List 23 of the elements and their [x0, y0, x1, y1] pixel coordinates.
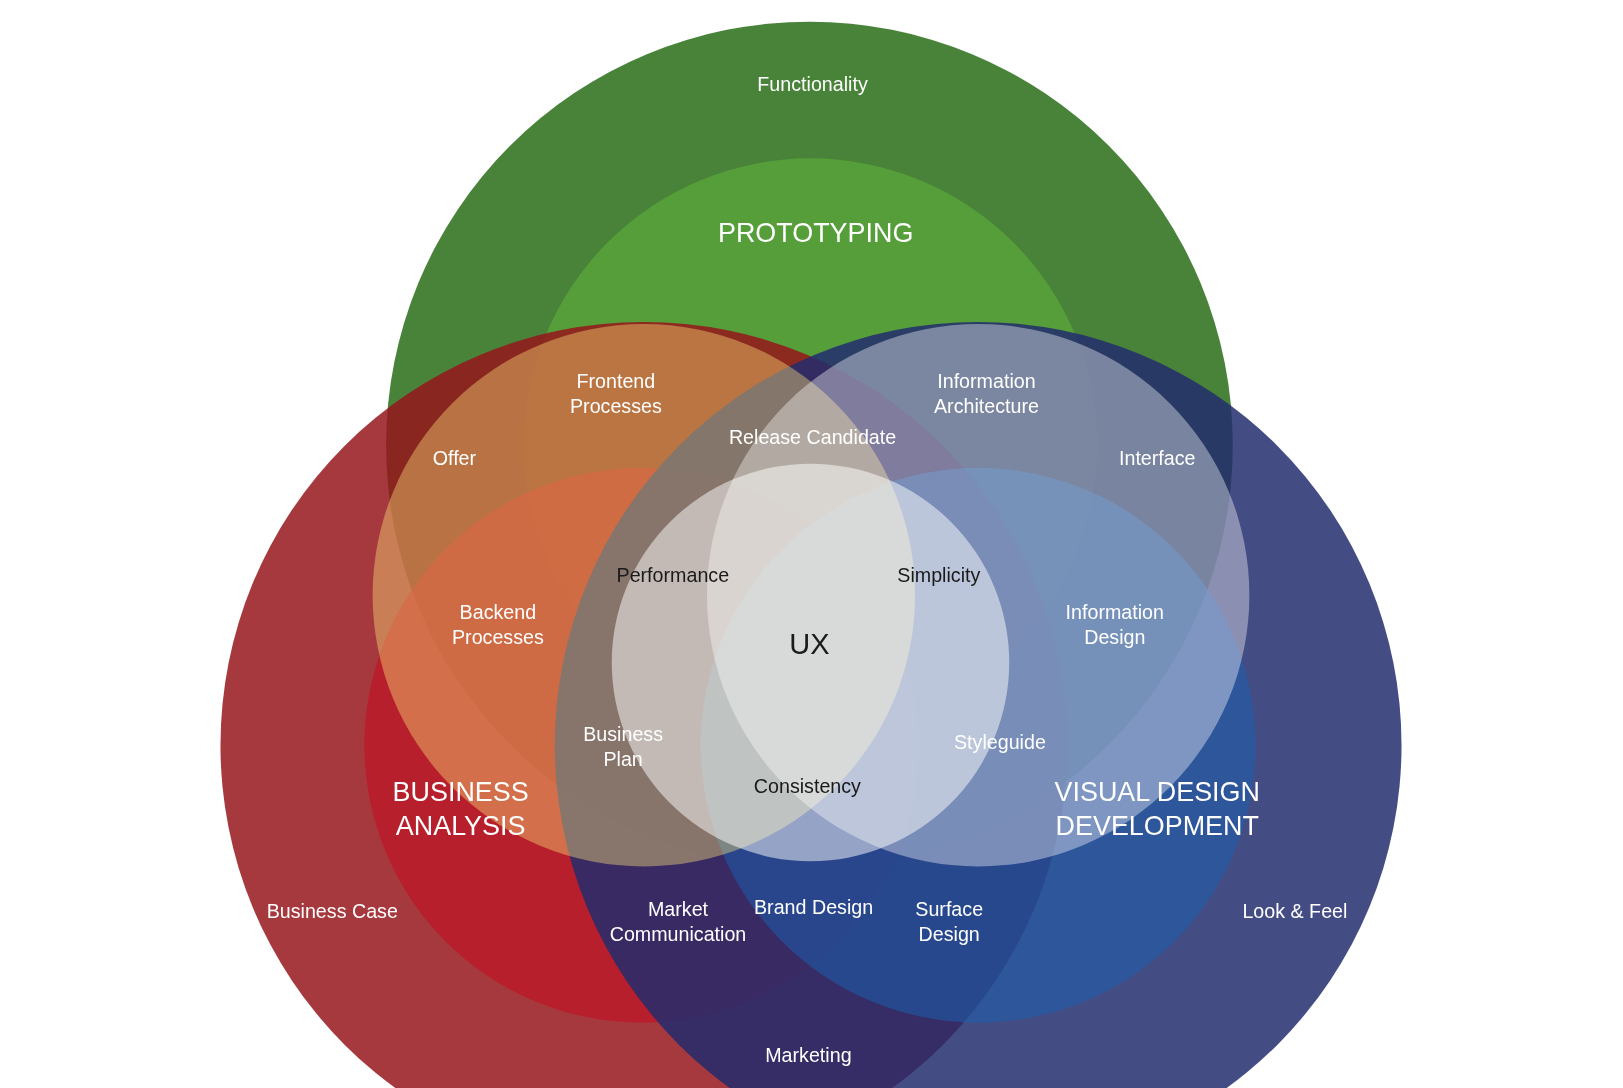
region-label: Business Case: [265, 899, 399, 925]
region-label: Frontend Processes: [568, 369, 663, 419]
region-label: Surface Design: [914, 897, 985, 947]
region-label: Styleguide: [952, 729, 1047, 755]
region-label: Marketing: [764, 1043, 853, 1069]
region-label: Information Architecture: [933, 369, 1040, 419]
region-label: Backend Processes: [450, 600, 545, 650]
region-label: Look & Feel: [1241, 899, 1349, 925]
region-label: Brand Design: [753, 895, 875, 921]
region-label: Consistency: [752, 774, 862, 799]
region-label: Market Communication: [608, 897, 748, 947]
region-label: Interface: [1118, 446, 1197, 471]
circle-title: UX: [788, 626, 831, 662]
region-label: Functionality: [756, 72, 869, 98]
region-label: Simplicity: [896, 563, 982, 588]
circle-title: BUSINESS ANALYSIS: [391, 774, 530, 843]
circle-title: PROTOTYPING: [716, 216, 915, 250]
region-label: Offer: [431, 446, 478, 471]
circle-title: VISUAL DESIGN DEVELOPMENT: [1053, 774, 1261, 843]
region-label: Information Design: [1064, 600, 1165, 650]
region-label: Business Plan: [582, 722, 665, 772]
region-label: Performance: [615, 563, 731, 588]
region-label: Release Candidate: [727, 425, 898, 451]
